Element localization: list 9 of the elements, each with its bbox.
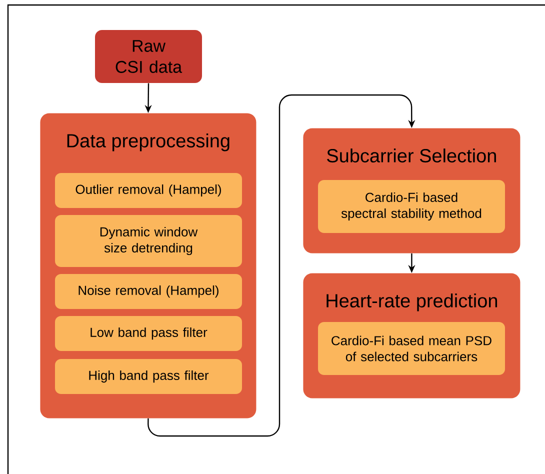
step-box: High band pass filter bbox=[55, 359, 242, 394]
step-box: Low band pass filter bbox=[55, 316, 242, 351]
step-box: Noise removal (Hampel) bbox=[55, 274, 242, 309]
arrow bbox=[148, 94, 416, 437]
step-box: Cardio-Fi based mean PSD of selected subcarriers bbox=[318, 322, 505, 375]
step-box: Outlier removal (Hampel) bbox=[55, 173, 242, 208]
step-box: Dynamic window size detrending bbox=[55, 215, 242, 267]
input-box: Raw CSI data bbox=[95, 30, 202, 83]
step-box: Cardio-Fi based spectral stability method bbox=[318, 180, 505, 233]
